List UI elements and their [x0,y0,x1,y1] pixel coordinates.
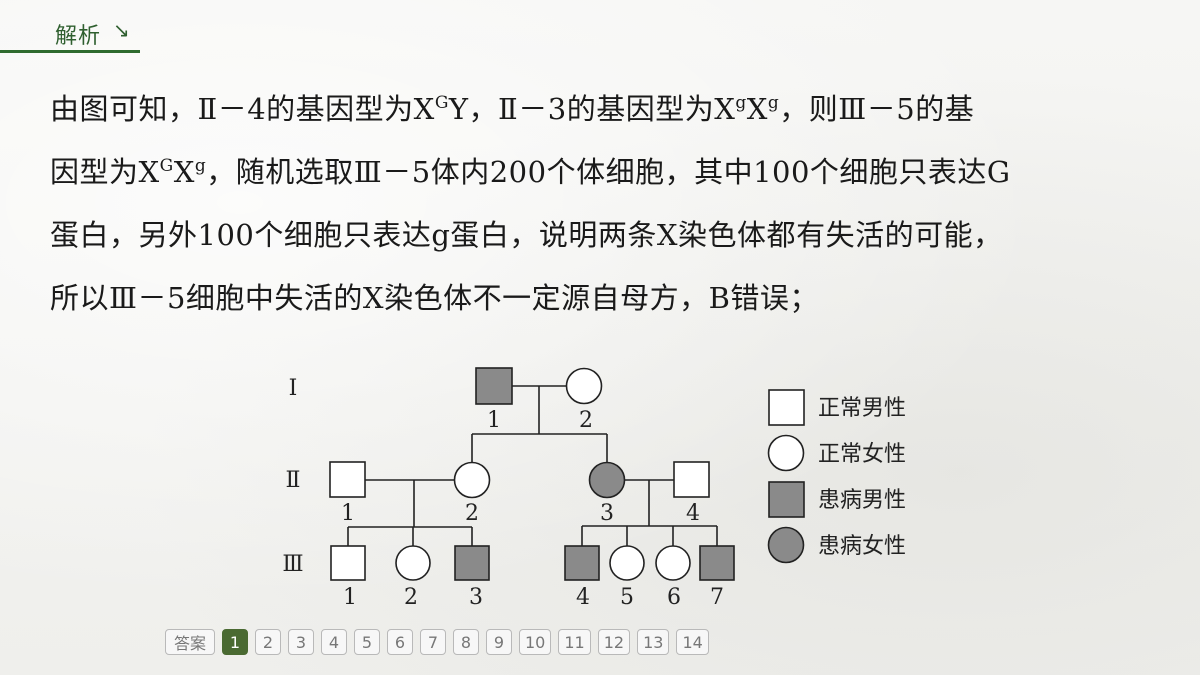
gen3-label: 3 [469,585,483,610]
gen3-label: 4 [576,585,590,610]
gen1-1-affected-male [475,367,513,405]
gen3-7-affected-male [699,545,735,581]
legend-normal-male-icon [768,389,805,426]
page-button-12[interactable]: 12 [597,629,631,655]
gen2-1-normal-male [329,461,366,498]
gen1-label: 2 [579,408,593,433]
pedigree-chart: Ⅰ Ⅱ Ⅲ 1 2 1 2 3 4 1 2 3 4 5 6 7 正常男性 正常女… [282,367,906,610]
page-button-7[interactable]: 7 [420,629,446,655]
text-line-2: 因型为XGXg，随机选取Ⅲ－5体内200个体细胞，其中100个细胞只表达G [50,155,1011,189]
generation-label-3: Ⅲ [282,552,303,577]
page-button-8[interactable]: 8 [453,629,479,655]
gen3-1-normal-male [330,545,366,581]
gen3-5-normal-female [609,545,645,581]
page-button-2[interactable]: 2 [255,629,281,655]
legend-affected-male-icon [768,481,805,518]
page-button-14[interactable]: 14 [676,629,709,655]
gen3-4-affected-male [564,545,600,581]
page-button-5[interactable]: 5 [354,629,380,655]
generation-label-2: Ⅱ [286,468,301,493]
page-button-11[interactable]: 11 [558,629,591,655]
gen2-label: 4 [686,501,700,526]
gen3-3-affected-male [454,545,490,581]
legend-normal-female-label: 正常女性 [818,442,906,467]
section-header: 解析 ↘ [0,0,140,53]
explanation-text: 由图可知，Ⅱ－4的基因型为XGY，Ⅱ－3的基因型为XgXg，则Ⅲ－5的基 因型为… [50,78,1160,330]
gen3-label: 5 [620,585,634,610]
page-button-4[interactable]: 4 [321,629,347,655]
text-line-1: 由图可知，Ⅱ－4的基因型为XGY，Ⅱ－3的基因型为XgXg，则Ⅲ－5的基 [50,92,975,126]
gen3-2-normal-female [395,545,431,581]
gen2-2-normal-female [453,461,491,499]
gen3-label: 1 [343,585,357,610]
gen2-3-affected-female [588,461,626,499]
gen3-label: 6 [667,585,681,610]
legend-affected-female-icon [767,526,805,564]
legend-affected-female-label: 患病女性 [818,534,906,559]
arrow-down-right-icon: ↘ [113,18,130,42]
gen2-label: 2 [465,501,479,526]
page-navigator: 答案 1 2 3 4 5 6 7 8 9 10 11 12 13 14 [165,628,709,656]
legend-normal-female-icon [767,434,805,472]
gen3-label: 7 [710,585,724,610]
gen2-label: 3 [600,501,614,526]
page-button-10[interactable]: 10 [519,629,552,655]
header-underline [0,50,140,53]
gen2-label: 1 [341,501,355,526]
legend-affected-male-label: 患病男性 [818,488,906,513]
answer-button[interactable]: 答案 [165,629,215,655]
page-button-13[interactable]: 13 [637,629,670,655]
page-button-6[interactable]: 6 [387,629,413,655]
gen1-label: 1 [487,408,501,433]
page-button-1[interactable]: 1 [222,629,248,655]
page-button-9[interactable]: 9 [486,629,512,655]
gen1-2-normal-female [565,367,603,405]
page-button-3[interactable]: 3 [288,629,314,655]
gen2-4-normal-male [673,461,710,498]
legend-normal-male-label: 正常男性 [818,396,906,421]
text-line-3: 蛋白，另外100个细胞只表达g蛋白，说明两条X染色体都有失活的可能， [50,218,1003,252]
gen3-label: 2 [404,585,418,610]
section-title: 解析 [55,24,102,49]
gen3-6-normal-female [655,545,691,581]
text-line-4: 所以Ⅲ－5细胞中失活的X染色体不一定源自母方，B错误； [50,281,819,315]
generation-label-1: Ⅰ [289,376,298,401]
